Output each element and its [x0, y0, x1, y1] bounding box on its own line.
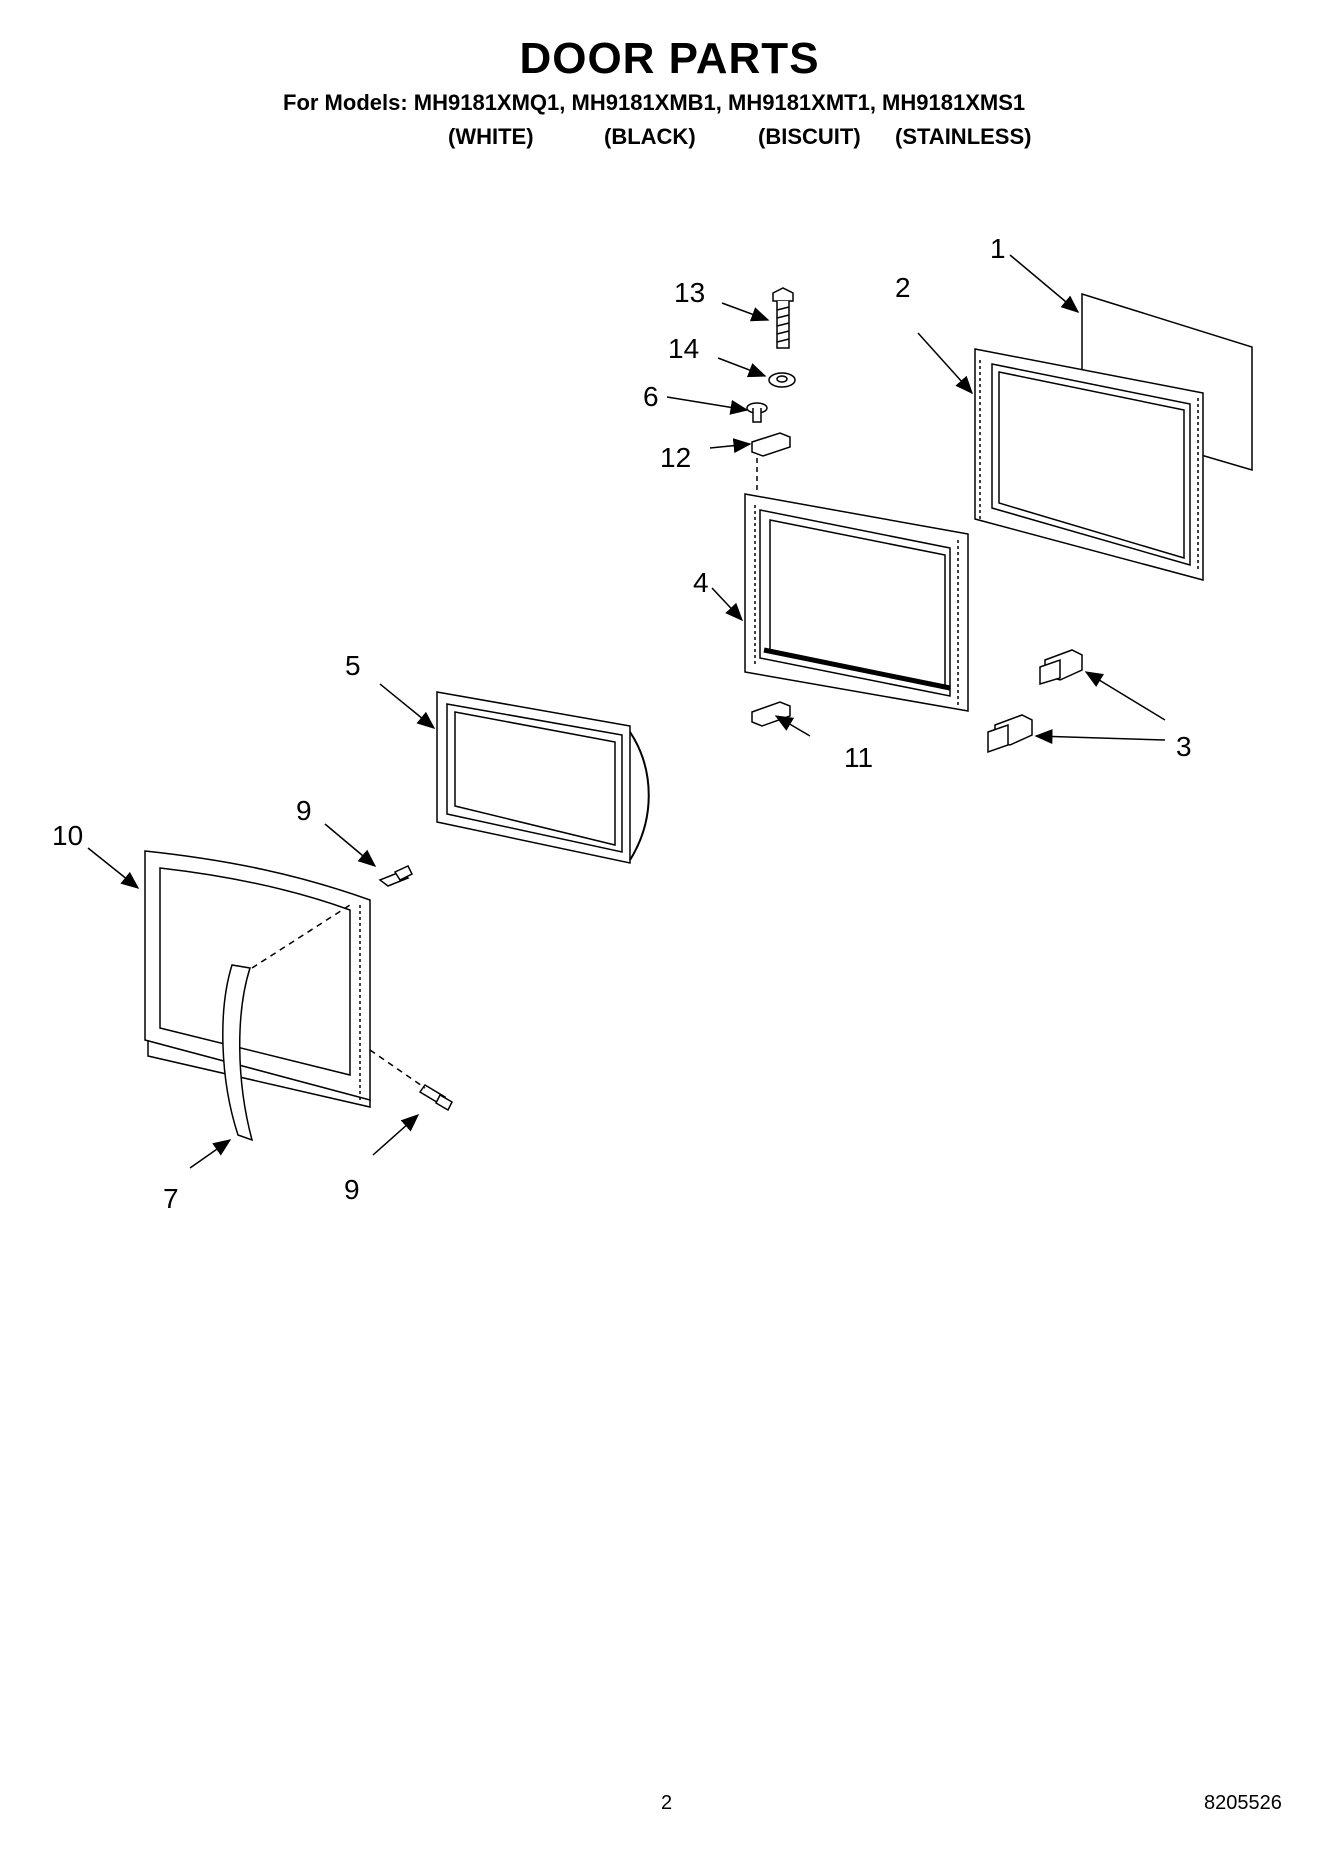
part-6-pin — [746, 402, 768, 423]
callout-2: 2 — [895, 272, 911, 303]
part-3-latch-lower — [987, 714, 1033, 754]
part-12-top-hinge — [751, 432, 791, 457]
callout-4: 4 — [693, 567, 709, 598]
callout-14: 14 — [668, 333, 699, 364]
color-white: (WHITE) — [448, 124, 534, 149]
callout-5: 5 — [345, 650, 361, 681]
part-9-screw-upper — [378, 865, 414, 887]
part-2-door-frame — [974, 348, 1204, 581]
part-5-door-insert — [436, 691, 650, 864]
part-9-screw-lower — [418, 1084, 453, 1112]
color-stainless: (STAINLESS) — [895, 124, 1032, 149]
callout-10: 10 — [52, 820, 83, 851]
callout-13: 13 — [674, 277, 705, 308]
callout-7: 7 — [163, 1183, 179, 1214]
part-4-inner-door — [744, 493, 969, 712]
leader-lines — [87, 254, 1166, 1169]
callout-3: 3 — [1176, 731, 1192, 762]
part-7-handle — [222, 964, 254, 1142]
page-title: DOOR PARTS — [519, 34, 820, 83]
document-number: 8205526 — [1204, 1792, 1282, 1814]
callout-12: 12 — [660, 442, 691, 473]
callout-9-upper: 9 — [296, 795, 312, 826]
page-number: 2 — [661, 1792, 673, 1814]
part-14-washer — [768, 372, 796, 388]
color-biscuit: (BISCUIT) — [758, 124, 861, 149]
part-3-latch-upper — [1039, 649, 1083, 686]
callout-6: 6 — [643, 381, 659, 412]
part-10-outer-door — [144, 850, 371, 1108]
part-11-bottom-hinge — [751, 701, 791, 727]
callout-1: 1 — [990, 233, 1006, 264]
callout-11: 11 — [844, 742, 873, 773]
part-13-screw — [772, 287, 794, 349]
models-line: For Models: MH9181XMQ1, MH9181XMB1, MH91… — [283, 90, 1026, 115]
callout-9-lower: 9 — [344, 1174, 360, 1205]
color-black: (BLACK) — [604, 124, 696, 149]
